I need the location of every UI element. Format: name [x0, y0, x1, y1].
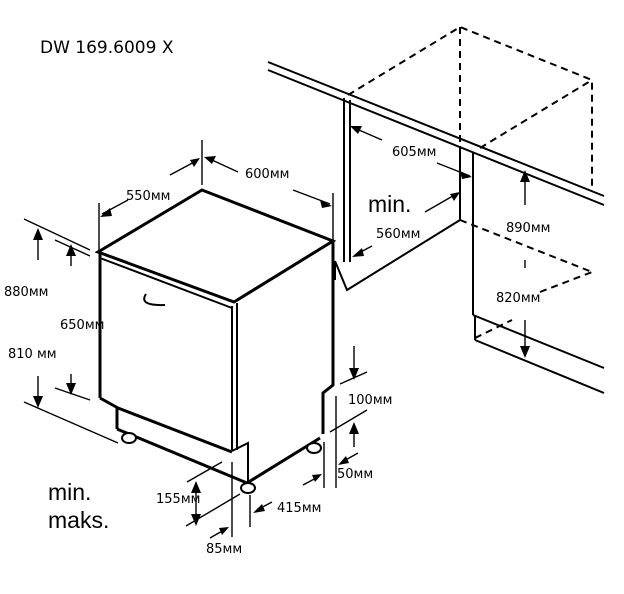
- label-height-max: 880мм: [4, 285, 48, 300]
- cabinet-dashed-back: [479, 79, 593, 149]
- foot-front-right: [240, 482, 256, 494]
- legend: min. maks.: [48, 479, 109, 533]
- label-plinth-height: 100мм: [348, 393, 392, 408]
- countertop-edge-top: [267, 61, 605, 197]
- label-niche-min: min.: [368, 191, 411, 217]
- legend-min: min.: [48, 479, 91, 505]
- plinth-bottom: [474, 339, 605, 394]
- cabinet-dashed-top: [347, 25, 593, 190]
- model-title: DW 169.6009 X: [40, 38, 174, 58]
- niche-dimension-lines: [350, 126, 530, 358]
- label-height-min: 810 мм: [8, 347, 57, 362]
- plinth-top: [472, 314, 605, 369]
- kitchen-niche: [267, 25, 605, 394]
- legend-maks: maks.: [48, 507, 109, 533]
- dishwasher-top-face: [94, 188, 337, 304]
- label-depth-top: 550мм: [126, 189, 170, 204]
- dishwasher-dimension-lines: [23, 140, 368, 539]
- countertop-edge-bottom: [267, 69, 605, 206]
- foot-back-right: [306, 442, 322, 454]
- label-niche-depth: 560мм: [376, 227, 420, 242]
- label-leg-depth: 415мм: [277, 501, 321, 516]
- door-bottom-edge: [117, 406, 233, 454]
- niche-floor-left: [334, 219, 461, 292]
- foot-front-left: [121, 432, 137, 444]
- label-front-offset: 85мм: [206, 542, 242, 557]
- plinth-front: [116, 427, 248, 485]
- label-niche-height-max: 890мм: [506, 221, 550, 236]
- dimension-labels: 600мм 550мм 605мм min. 560мм 890мм 820мм…: [4, 145, 550, 557]
- dishwasher-right-side: [321, 241, 335, 434]
- dishwasher-body: [94, 188, 337, 494]
- label-foot-offset: 50мм: [337, 467, 373, 482]
- door-handle: [143, 293, 166, 307]
- label-door-height: 650мм: [60, 318, 104, 333]
- label-niche-width: 605мм: [392, 145, 436, 160]
- label-width-top: 600мм: [245, 167, 289, 182]
- label-plinth-range: 155мм: [156, 492, 200, 507]
- label-niche-height-min: 820мм: [496, 291, 540, 306]
